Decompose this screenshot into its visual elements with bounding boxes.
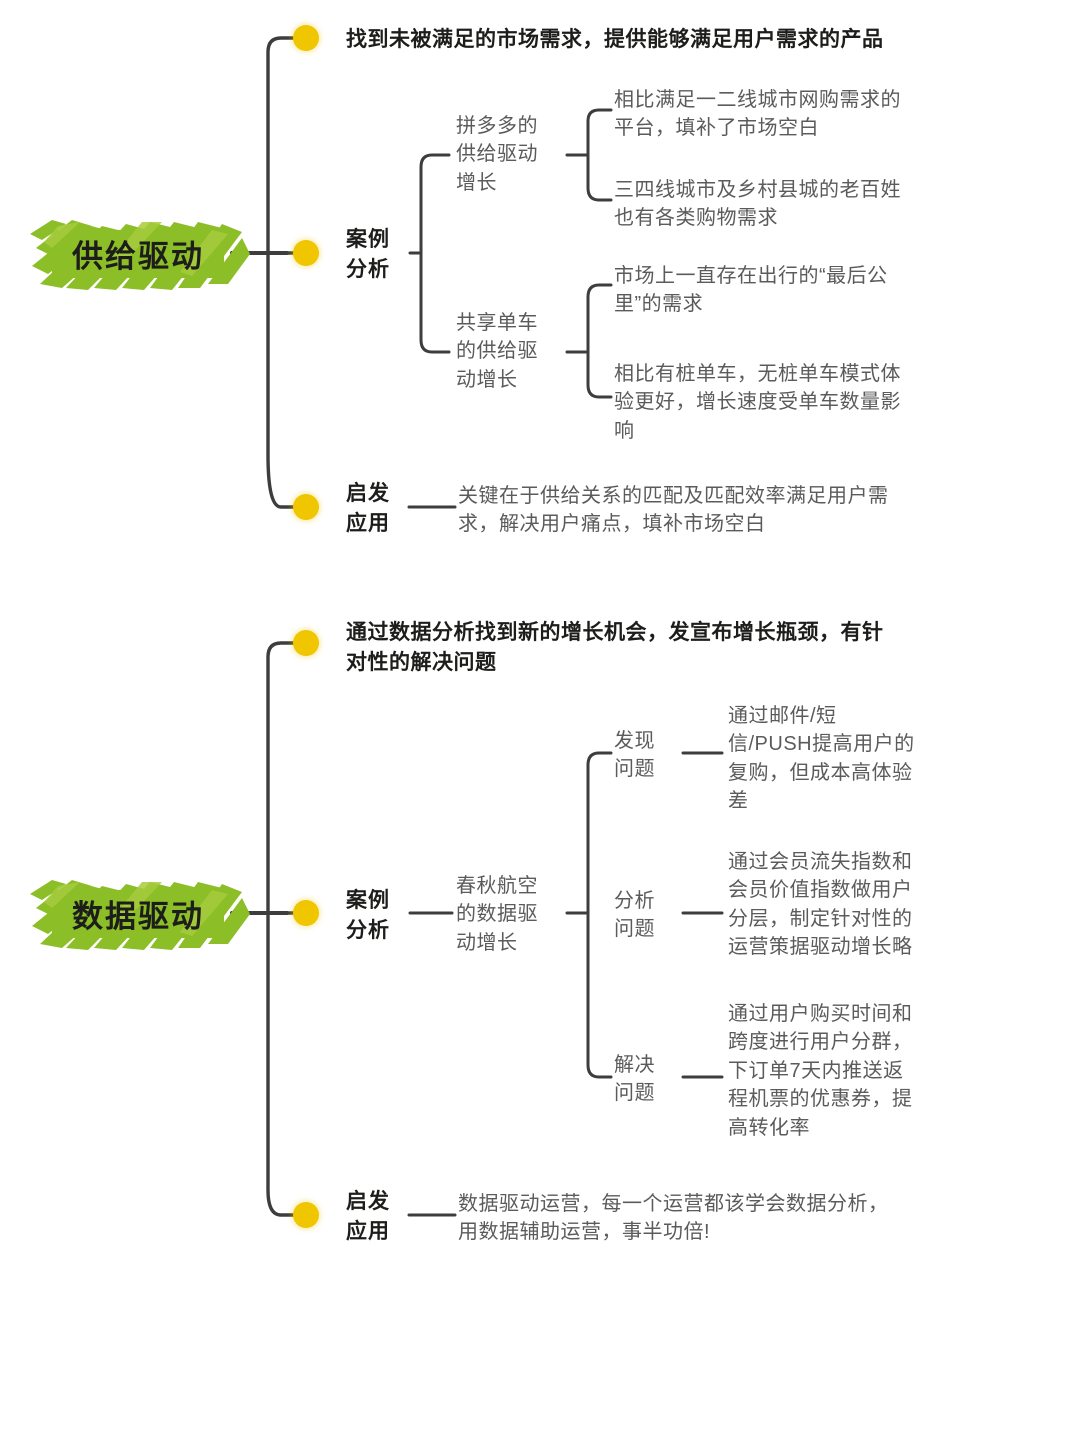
root-node-label: 数据驱动 <box>72 898 204 934</box>
branch-label-inspiration-data[interactable]: 启发 应用 <box>346 1190 390 1243</box>
root-node-data-driven[interactable]: 数据驱动 <box>22 874 254 952</box>
subbranch-label-pinduoduo[interactable]: 拼多多的 供给驱动 增长 <box>456 115 538 194</box>
leaf-pinduoduo-1[interactable]: 相比满足一二线城市网购需求的 平台，填补了市场空白 <box>614 89 901 140</box>
leaf-inspiration-supply[interactable]: 关键在于供给关系的匹配及匹配效率满足用户需 求，解决用户痛点，填补市场空白 <box>458 485 889 536</box>
subbranch-label-spring-airlines[interactable]: 春秋航空 的数据驱 动增长 <box>456 875 538 954</box>
green-marker-highlight-icon <box>30 880 250 950</box>
leaf-inspiration-data[interactable]: 数据驱动运营，每一个运营都该学会数据分析， 用数据辅助运营，事半功倍! <box>458 1193 889 1244</box>
root-node-label: 供给驱动 <box>72 238 204 274</box>
leaf-solve-problem-detail[interactable]: 通过用户购买时间和 跨度进行用户分群， 下订单7天内推送返 程机票的优惠券，提 … <box>728 1003 913 1139</box>
branch-label-case-analysis-data[interactable]: 案例 分析 <box>346 889 390 942</box>
branch-dot-1-3[interactable] <box>293 494 319 520</box>
leaf-pinduoduo-2[interactable]: 三四线城市及乡村县城的老百姓 也有各类购物需求 <box>614 179 901 230</box>
leaf-shared-bike-1[interactable]: 市场上一直存在出行的“最后公 里”的需求 <box>614 265 888 316</box>
branch-label-headline-data[interactable]: 通过数据分析找到新的增长机会，发宣布增长瓶颈，有针 对性的解决问题 <box>346 621 884 674</box>
branch-dot-2-1[interactable] <box>293 630 319 656</box>
node-label-analyze-problem[interactable]: 分析 问题 <box>614 890 655 941</box>
node-label-discover-problem[interactable]: 发现 问题 <box>614 730 655 781</box>
branch-label-inspiration-supply[interactable]: 启发 应用 <box>346 482 390 535</box>
branch-dot-1-2[interactable] <box>293 240 319 266</box>
branch-dot-2-2[interactable] <box>293 900 319 926</box>
branch-dot-1-1[interactable] <box>293 25 319 51</box>
branch-label-headline-supply[interactable]: 找到未被满足的市场需求，提供能够满足用户需求的产品 <box>346 28 884 51</box>
leaf-shared-bike-2[interactable]: 相比有桩单车，无桩单车模式体 验更好，增长速度受单车数量影 响 <box>614 363 901 442</box>
green-marker-highlight-icon <box>30 220 250 290</box>
node-label-solve-problem[interactable]: 解决 问题 <box>614 1054 655 1105</box>
branch-label-case-analysis-supply[interactable]: 案例 分析 <box>346 228 390 281</box>
root-node-supply-driven[interactable]: 供给驱动 <box>22 214 254 292</box>
leaf-discover-problem-detail[interactable]: 通过邮件/短 信/PUSH提高用户的 复购，但成本高体验 差 <box>728 705 915 813</box>
leaf-analyze-problem-detail[interactable]: 通过会员流失指数和 会员价值指数做用户 分层，制定针对性的 运营策据驱动增长略 <box>728 851 913 959</box>
branch-dot-2-3[interactable] <box>293 1202 319 1228</box>
subbranch-label-shared-bike[interactable]: 共享单车 的供给驱 动增长 <box>456 312 538 391</box>
